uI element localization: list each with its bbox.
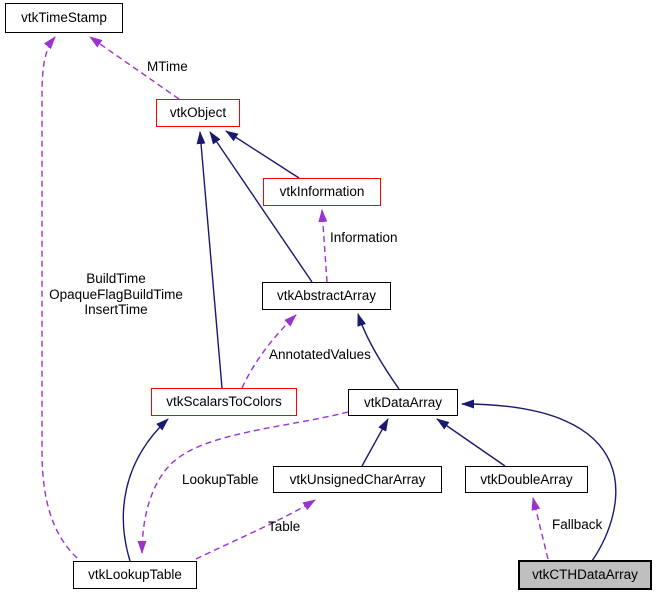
node-vtkunsignedchararray[interactable]: vtkUnsignedCharArray [273,466,442,493]
edge-vtkabstractarray-uses-vtkinformation [318,209,328,283]
edge-vtkdoublearray-to-vtkdataarray [436,418,506,467]
edge-vtkinformation-to-vtkobject [225,130,300,179]
edge-vtkscalarstocolors-to-vtkobject [196,131,223,389]
node-vtkinformation[interactable]: vtkInformation [263,178,381,206]
edge-label-buildtime: BuildTime OpaqueFlagBuildTime InsertTime [49,271,183,317]
node-vtkdoublearray[interactable]: vtkDoubleArray [465,466,588,493]
edge-vtkunsignedchararray-to-vtkdataarray [361,418,389,467]
edge-label-table: Table [268,519,301,534]
edge-vtkdataarray-to-vtkabstractarray [357,313,400,390]
node-vtkcthdataarray[interactable]: vtkCTHDataArray [518,560,652,590]
edge-label-annotatedvalues: AnnotatedValues [269,347,371,362]
node-vtkscalarstocolors[interactable]: vtkScalarsToColors [151,388,297,416]
edge-vtklookuptable-uses-vtkunsignedchararray [195,499,316,560]
node-vtkobject[interactable]: vtkObject [156,99,240,127]
edge-vtkabstractarray-to-vtkobject [209,131,313,283]
edge-vtkobject-uses-vtktimestamp [89,36,180,100]
edge-vtkcthdataarray-uses-vtkdoublearray [531,497,549,560]
node-vtkdataarray[interactable]: vtkDataArray [348,389,458,416]
edge-vtklookuptable-to-vtkscalarstocolors [122,418,169,562]
edge-vtkdataarray-uses-vtklookuptable [137,411,349,554]
node-vtklookuptable[interactable]: vtkLookupTable [73,561,197,589]
edge-label-fallback: Fallback [552,517,603,532]
node-vtktimestamp[interactable]: vtkTimeStamp [5,3,123,33]
edge-vtkcthdataarray-to-vtkdataarray [461,399,617,562]
edge-vtklookuptable-uses-vtktimestamp [41,36,78,559]
node-vtkabstractarray[interactable]: vtkAbstractArray [262,282,391,310]
edge-vtkscalarstocolors-uses-vtkabstractarray [241,314,297,389]
edge-label-mtime: MTime [147,59,188,74]
edge-label-information: Information [330,230,398,245]
edge-label-lookuptable: LookupTable [182,472,259,487]
